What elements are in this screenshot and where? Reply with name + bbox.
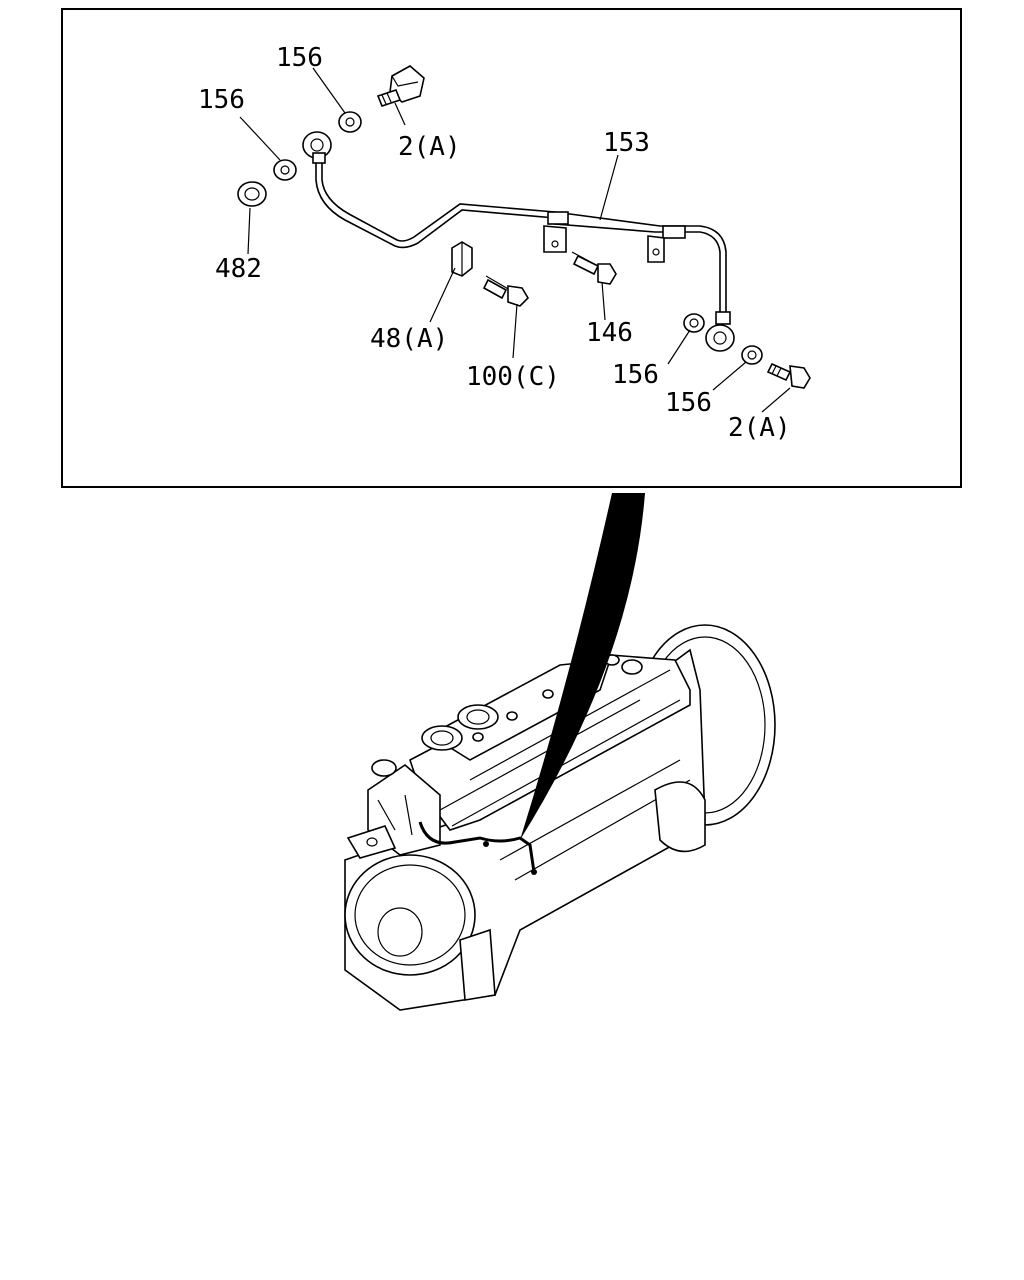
callout-156: 156 (612, 360, 659, 390)
bolt-146 (571, 251, 617, 285)
callout-146: 146 (586, 318, 633, 348)
bracket-48a (451, 241, 473, 277)
callout-48a: 48(A) (370, 324, 448, 354)
eye-fitting-right (705, 311, 735, 352)
washer-156 (338, 111, 362, 133)
detail-pointer (520, 493, 645, 840)
pipe-153 (315, 160, 727, 318)
pipe-sleeve (662, 225, 686, 239)
pipe-clip (543, 225, 665, 263)
callout-2a: 2(A) (728, 413, 791, 443)
callout-156: 156 (276, 43, 323, 73)
washer-156 (683, 313, 705, 333)
eye-fitting-left (302, 131, 332, 164)
washer-156 (273, 159, 297, 181)
eye-bolt-2a-top (376, 65, 425, 107)
eye-bolt-2a-right (766, 362, 811, 389)
washer-156 (741, 345, 763, 365)
callout-156: 156 (198, 85, 245, 115)
bolt-100c (482, 275, 530, 307)
leader-lines (239, 67, 791, 413)
pipe-sleeve (547, 211, 569, 225)
callout-156: 156 (665, 388, 712, 418)
detail-frame (61, 8, 962, 488)
sleeve-482 (237, 181, 267, 207)
callout-2a: 2(A) (398, 132, 461, 162)
callout-153: 153 (603, 128, 650, 158)
callout-482: 482 (215, 254, 262, 284)
engine-illustration (344, 493, 776, 1011)
callout-100c: 100(C) (466, 362, 560, 392)
